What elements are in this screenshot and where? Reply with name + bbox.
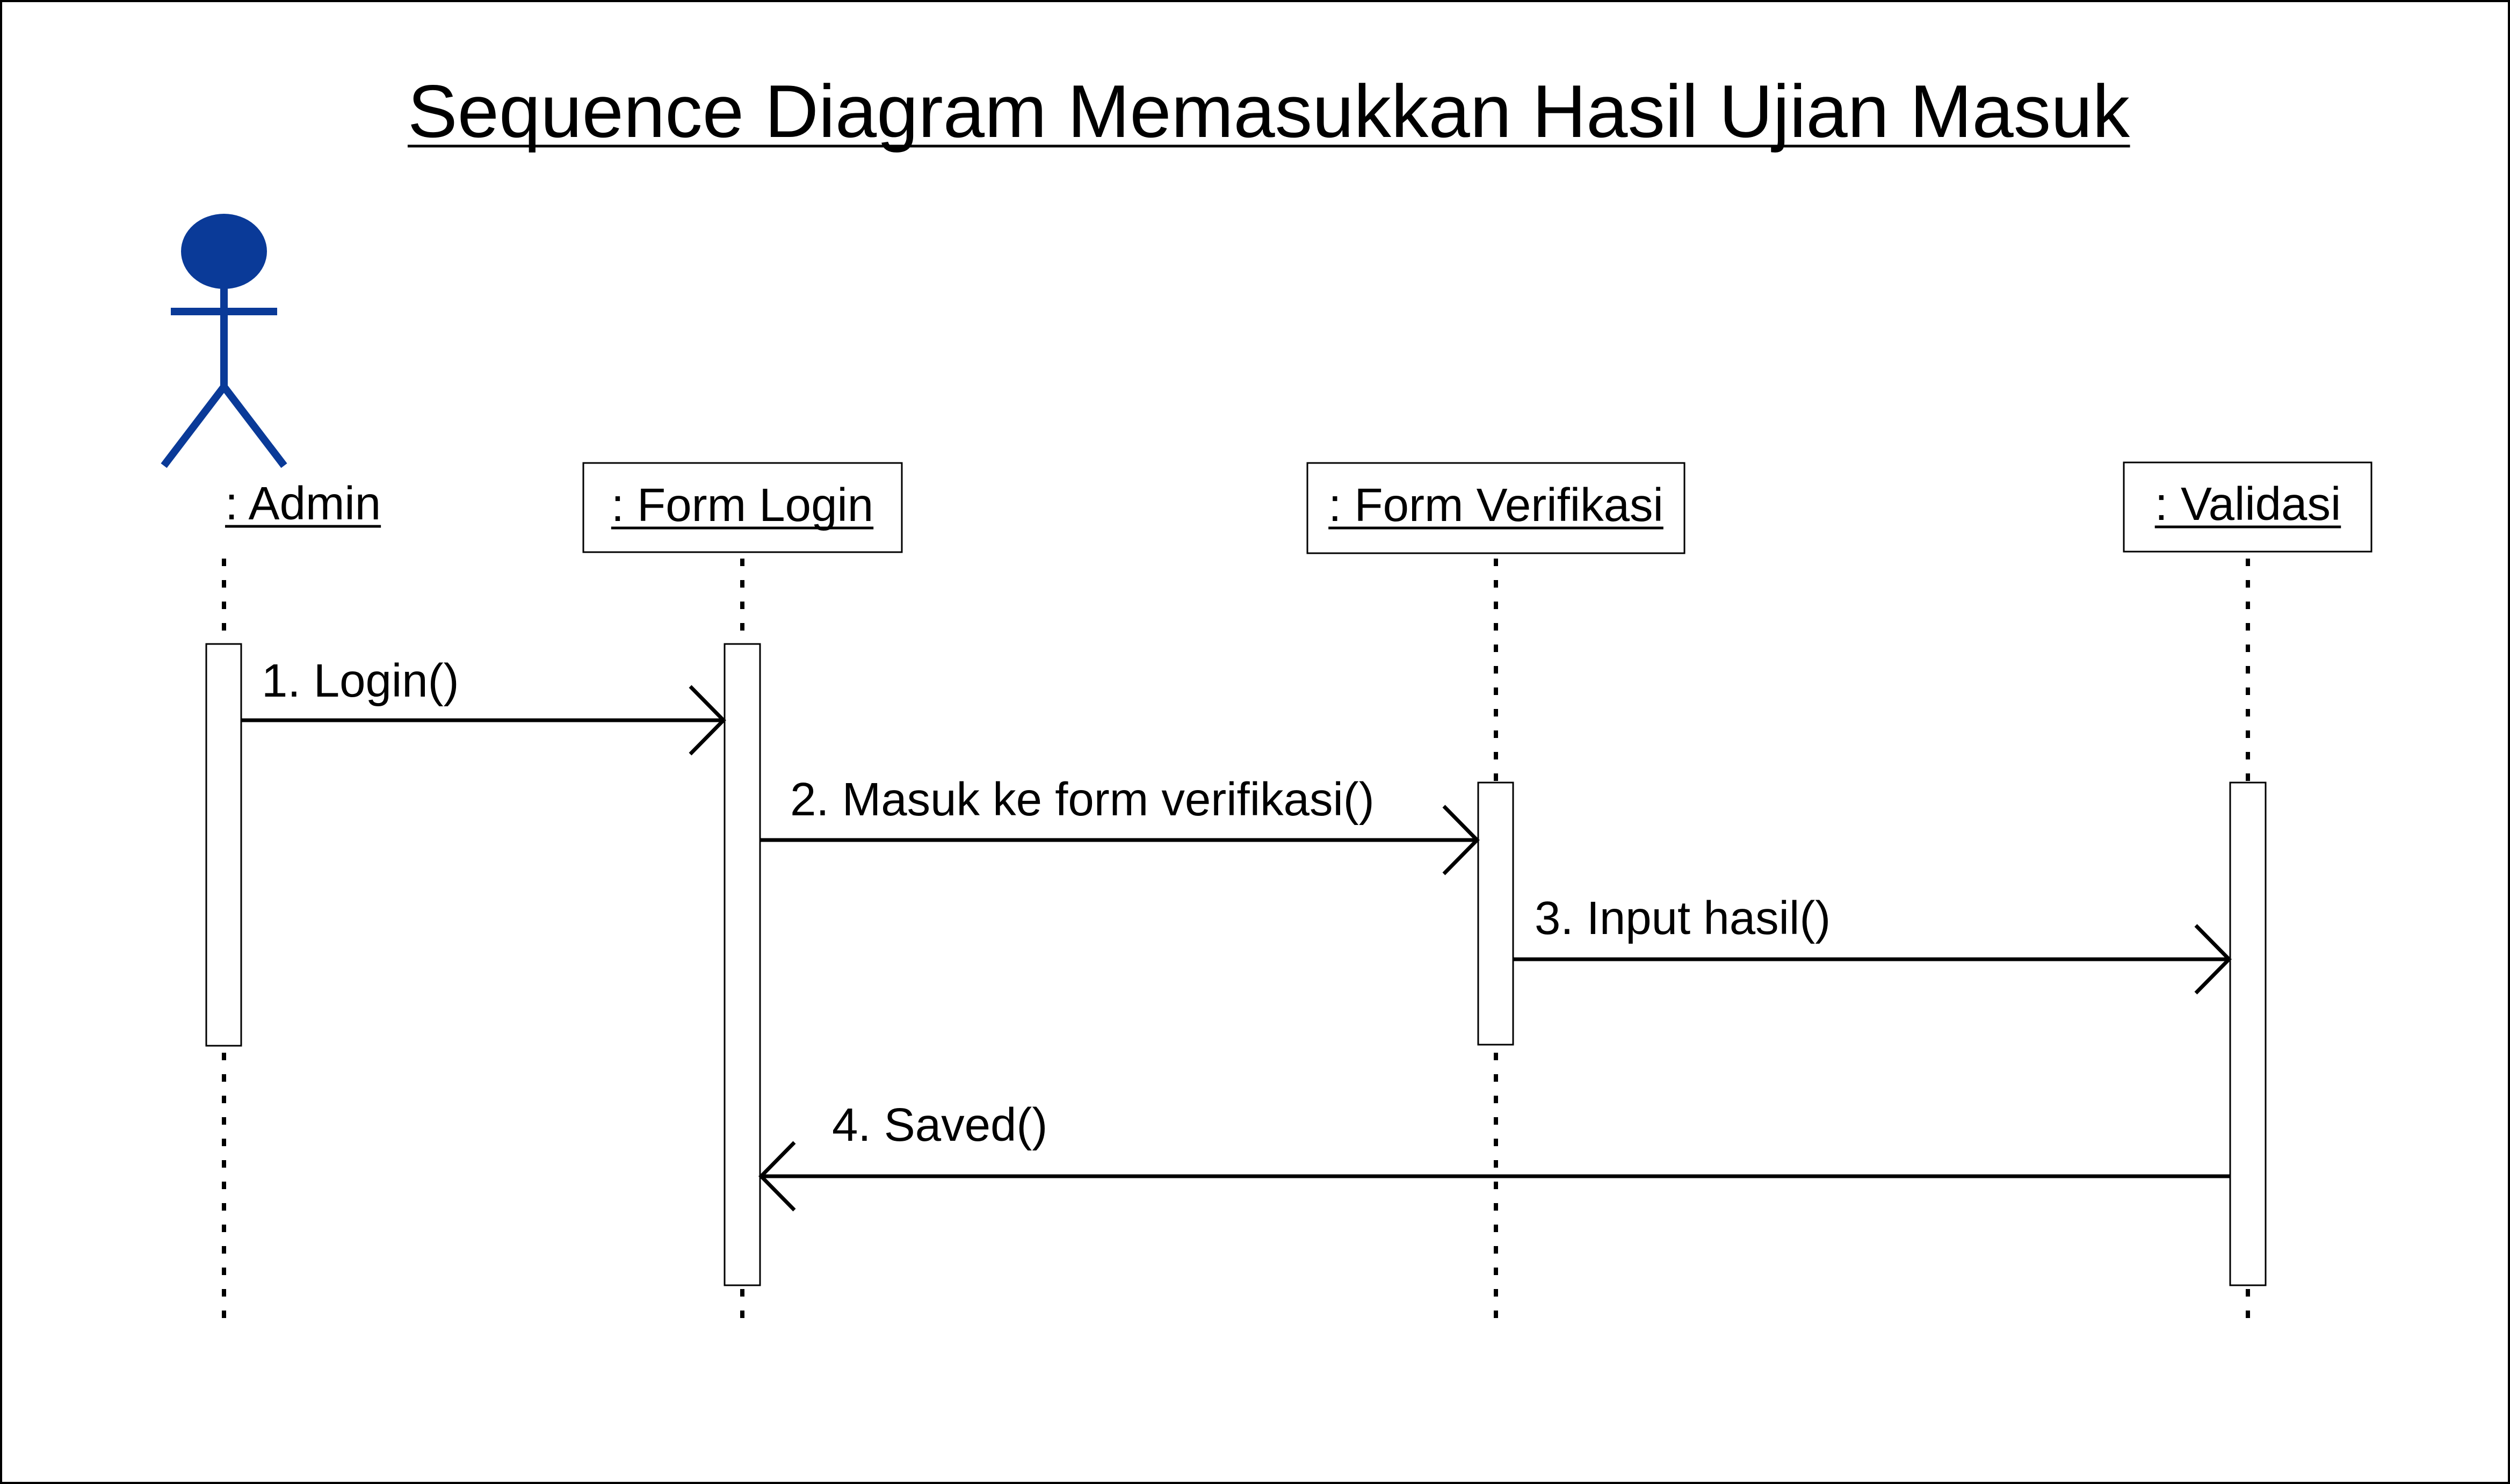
actor-admin: : Admin [161, 214, 381, 530]
activation-form-login [724, 643, 761, 1286]
object-form-verifikasi-box [1306, 462, 1686, 554]
message-3: 3. Input hasil() [1513, 892, 2232, 995]
activation-validasi [2229, 781, 2267, 1286]
actor-head [181, 214, 267, 289]
object-validasi-label: : Validasi [2155, 478, 2341, 530]
message-1: 1. Login() [241, 655, 726, 756]
message-4-arrowhead-icon [758, 1141, 796, 1212]
message-4-label: 4. Saved() [832, 1099, 1047, 1151]
activation-form-verifikasi [1477, 781, 1514, 1046]
object-form-login-label: : Form Login [611, 479, 873, 531]
object-validasi: : Validasi [2123, 461, 2372, 553]
message-1-arrowhead-icon [689, 685, 726, 756]
actor-right-leg [221, 384, 287, 468]
diagram-title: Sequence Diagram Memasukkan Hasil Ujian … [408, 70, 2130, 153]
object-form-login: : Form Login [582, 462, 903, 553]
message-3-label: 3. Input hasil() [1535, 892, 1831, 944]
object-form-verifikasi: : Form Verifikasi [1306, 462, 1686, 554]
actor-figure-icon [161, 214, 287, 468]
message-1-label: 1. Login() [262, 655, 459, 707]
actor-admin-label: : Admin [225, 477, 381, 530]
object-validasi-box [2123, 461, 2372, 553]
message-2: 2. Masuk ke form verifikasi() [760, 773, 1480, 875]
object-form-verifikasi-label: : Form Verifikasi [1328, 479, 1663, 531]
message-2-label: 2. Masuk ke form verifikasi() [790, 773, 1375, 826]
message-4: 4. Saved() [758, 1099, 2230, 1212]
message-2-arrowhead-icon [1442, 805, 1480, 875]
actor-left-leg [161, 384, 227, 468]
diagram-title-group: Sequence Diagram Memasukkan Hasil Ujian … [407, 70, 2130, 153]
activation-admin [205, 643, 242, 1047]
object-form-login-box [582, 462, 903, 553]
message-3-arrowhead-icon [2194, 924, 2232, 995]
